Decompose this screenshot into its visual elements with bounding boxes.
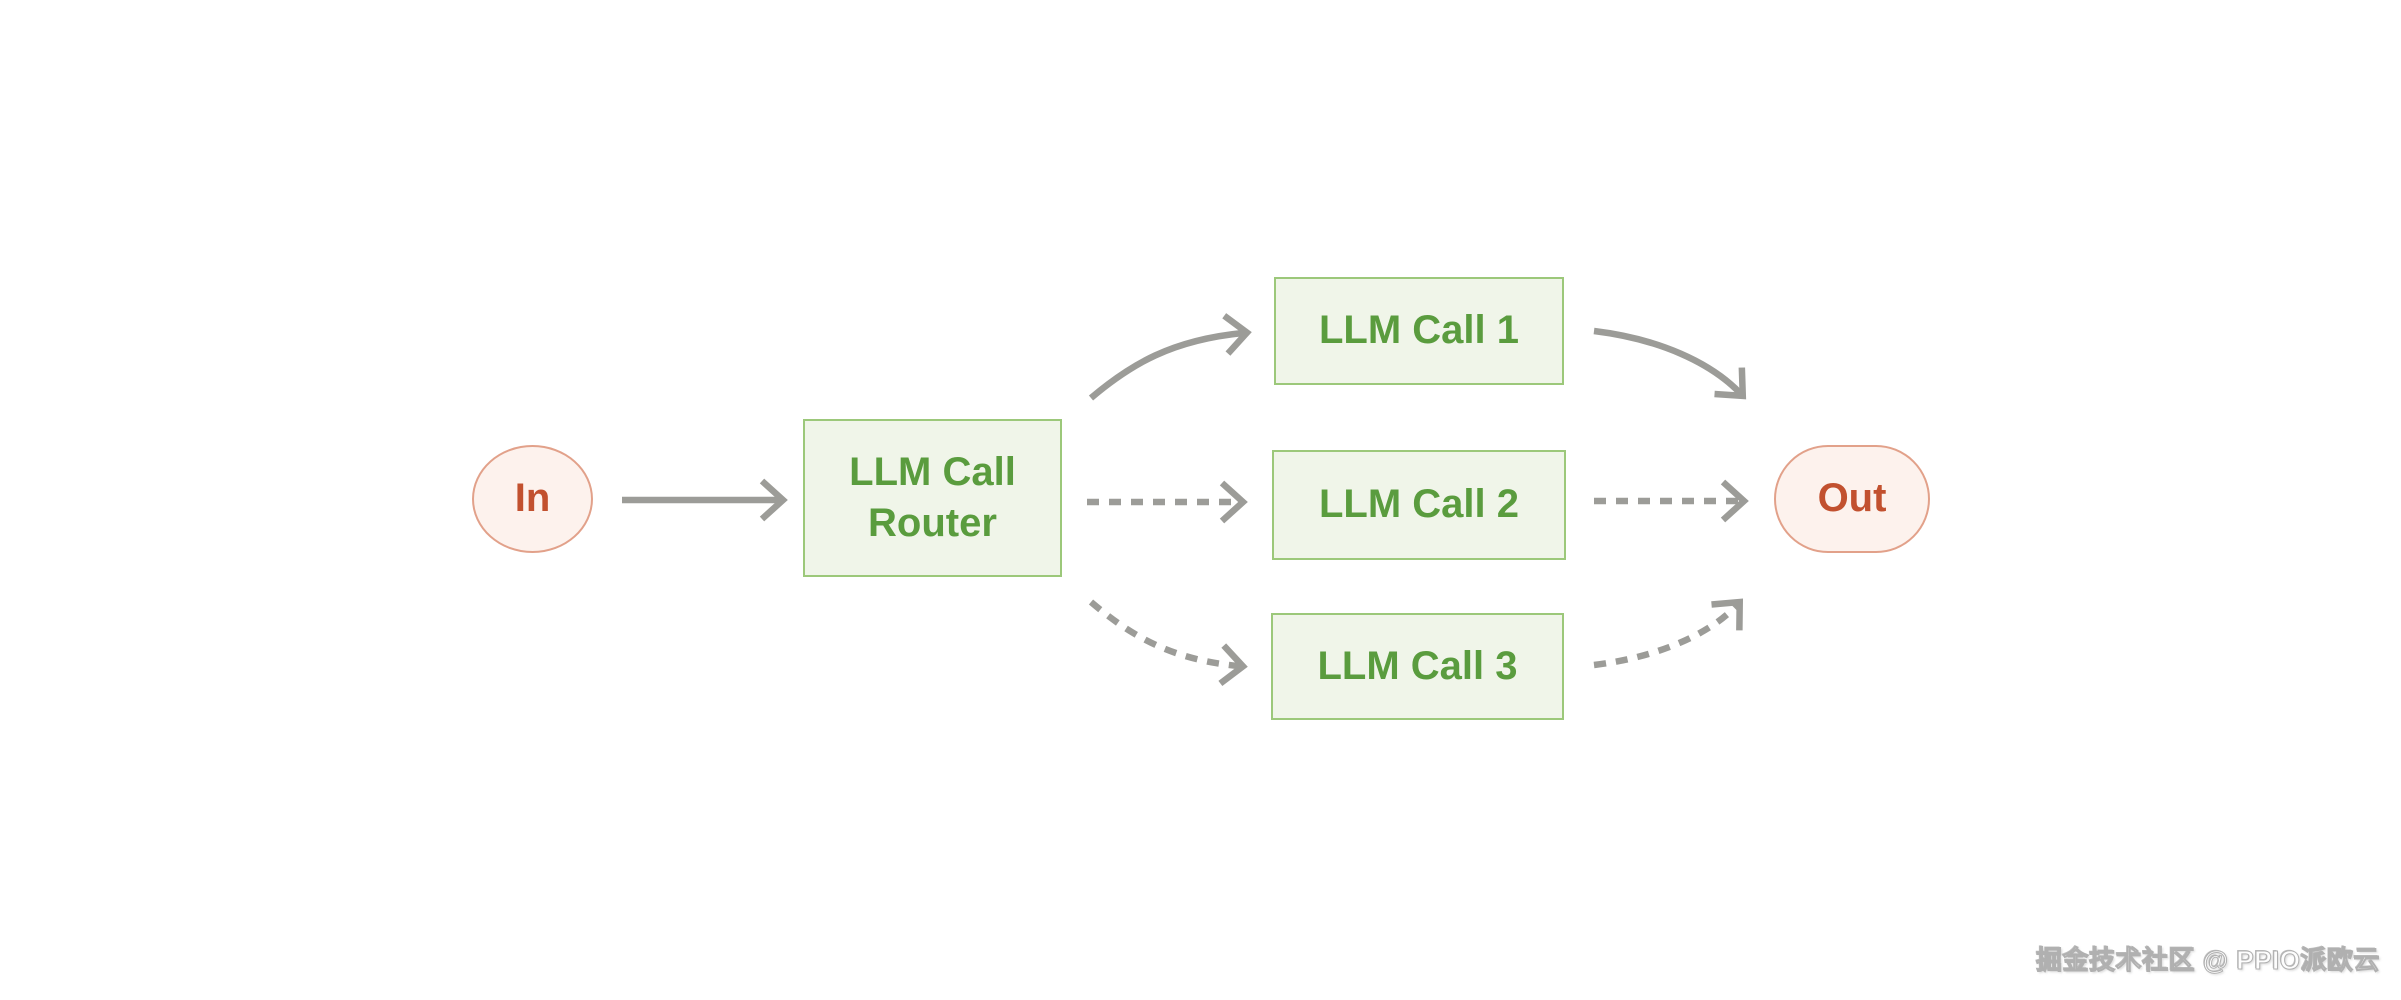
node-call3-label: LLM Call 3 [1317, 643, 1518, 688]
node-call1-label: LLM Call 1 [1318, 308, 1520, 353]
edge-router-to-call3 [1088, 599, 1248, 686]
node-llm-call-2: LLM Call 2 [1272, 450, 1566, 560]
node-out-label: Out [1817, 476, 1887, 521]
node-call2-label: LLM Call 2 [1318, 482, 1520, 527]
node-router-label: LLM Call Router [849, 449, 1016, 545]
node-llm-call-router: LLM Call Router [803, 419, 1062, 577]
node-llm-call-1: LLM Call 1 [1274, 277, 1564, 385]
node-in: In [472, 445, 593, 553]
node-out: Out [1774, 445, 1930, 553]
watermark-text: 掘金技术社区 @ PPIO派欧云 [2036, 945, 2380, 976]
edge-router-to-call1 [1088, 313, 1252, 401]
edge-call3-to-out [1593, 598, 1744, 669]
node-llm-call-3: LLM Call 3 [1271, 613, 1564, 720]
edge-call1-to-out [1593, 327, 1747, 400]
node-in-label: In [514, 476, 551, 521]
